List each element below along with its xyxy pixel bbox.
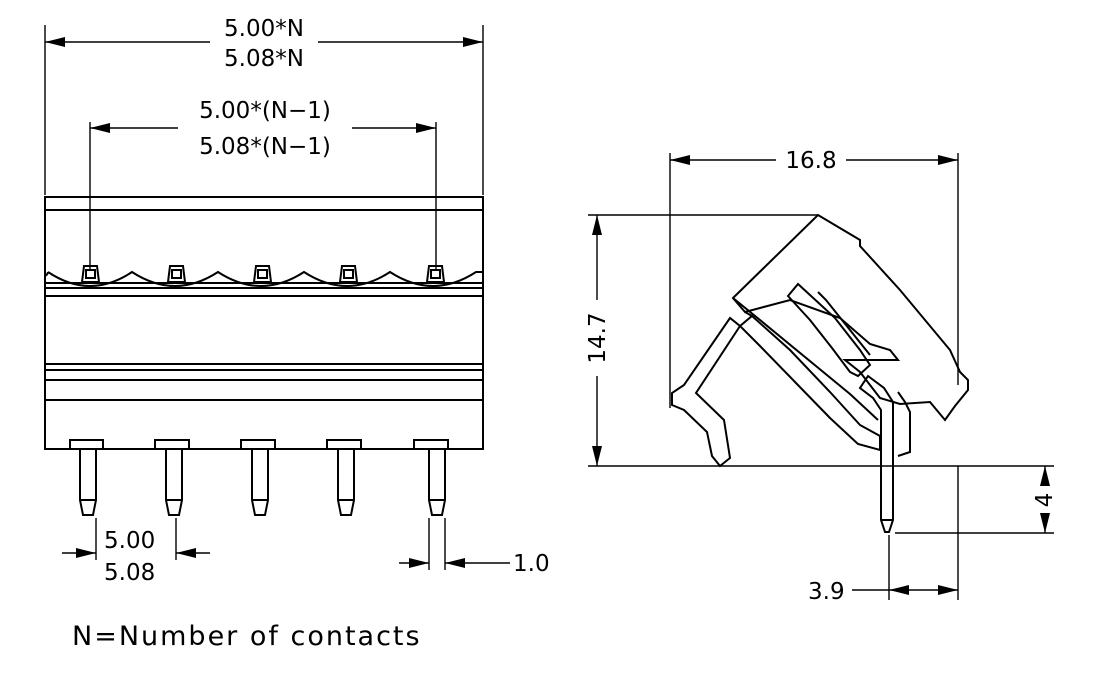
contact-window <box>166 265 187 283</box>
overall-width-dimension: 5.00*N 5.08*N <box>44 16 484 195</box>
housing-section <box>671 213 969 468</box>
pitch-dimension: 5.00 5.08 <box>62 518 210 586</box>
pin-length-dimension: 4 <box>895 465 1058 534</box>
pin-span-label-2: 5.08*(N−1) <box>199 134 331 160</box>
contact-window <box>338 265 359 283</box>
overall-width-label-1: 5.00*N <box>224 16 304 42</box>
connector-body <box>44 196 484 450</box>
pin-span-dimension: 5.00*(N−1) 5.08*(N−1) <box>89 98 437 270</box>
pin-width-dimension: 1.0 <box>399 518 550 577</box>
width-label: 16.8 <box>785 148 836 174</box>
pin-length-label: 4 <box>1032 493 1058 508</box>
pins <box>69 439 449 516</box>
pin <box>326 439 362 516</box>
bent-pin <box>858 374 911 533</box>
contact-windows <box>80 265 446 283</box>
pin-width-label: 1.0 <box>513 551 550 577</box>
front-view: 5.00*N 5.08*N 5.00*(N−1) 5.08*(N−1) <box>44 16 550 586</box>
height-label: 14.7 <box>585 312 611 363</box>
pin <box>413 439 449 516</box>
pin-offset-dimension: 3.9 <box>808 466 959 605</box>
pin-span-label-1: 5.00*(N−1) <box>199 98 331 124</box>
overall-width-label-2: 5.08*N <box>224 46 304 72</box>
contact-window <box>252 265 273 283</box>
pin-offset-label: 3.9 <box>808 579 845 605</box>
side-view: 16.8 14.7 <box>585 148 1058 605</box>
pitch-label-1: 5.00 <box>104 528 155 554</box>
pin <box>240 439 276 516</box>
contact-window <box>425 265 446 283</box>
width-dimension: 16.8 <box>669 148 959 408</box>
pin <box>69 439 104 516</box>
pin <box>154 439 190 516</box>
height-dimension: 14.7 <box>585 214 958 467</box>
contact-window <box>80 265 101 283</box>
contacts-note: N=Number of contacts <box>72 621 422 652</box>
pitch-label-2: 5.08 <box>104 560 155 586</box>
